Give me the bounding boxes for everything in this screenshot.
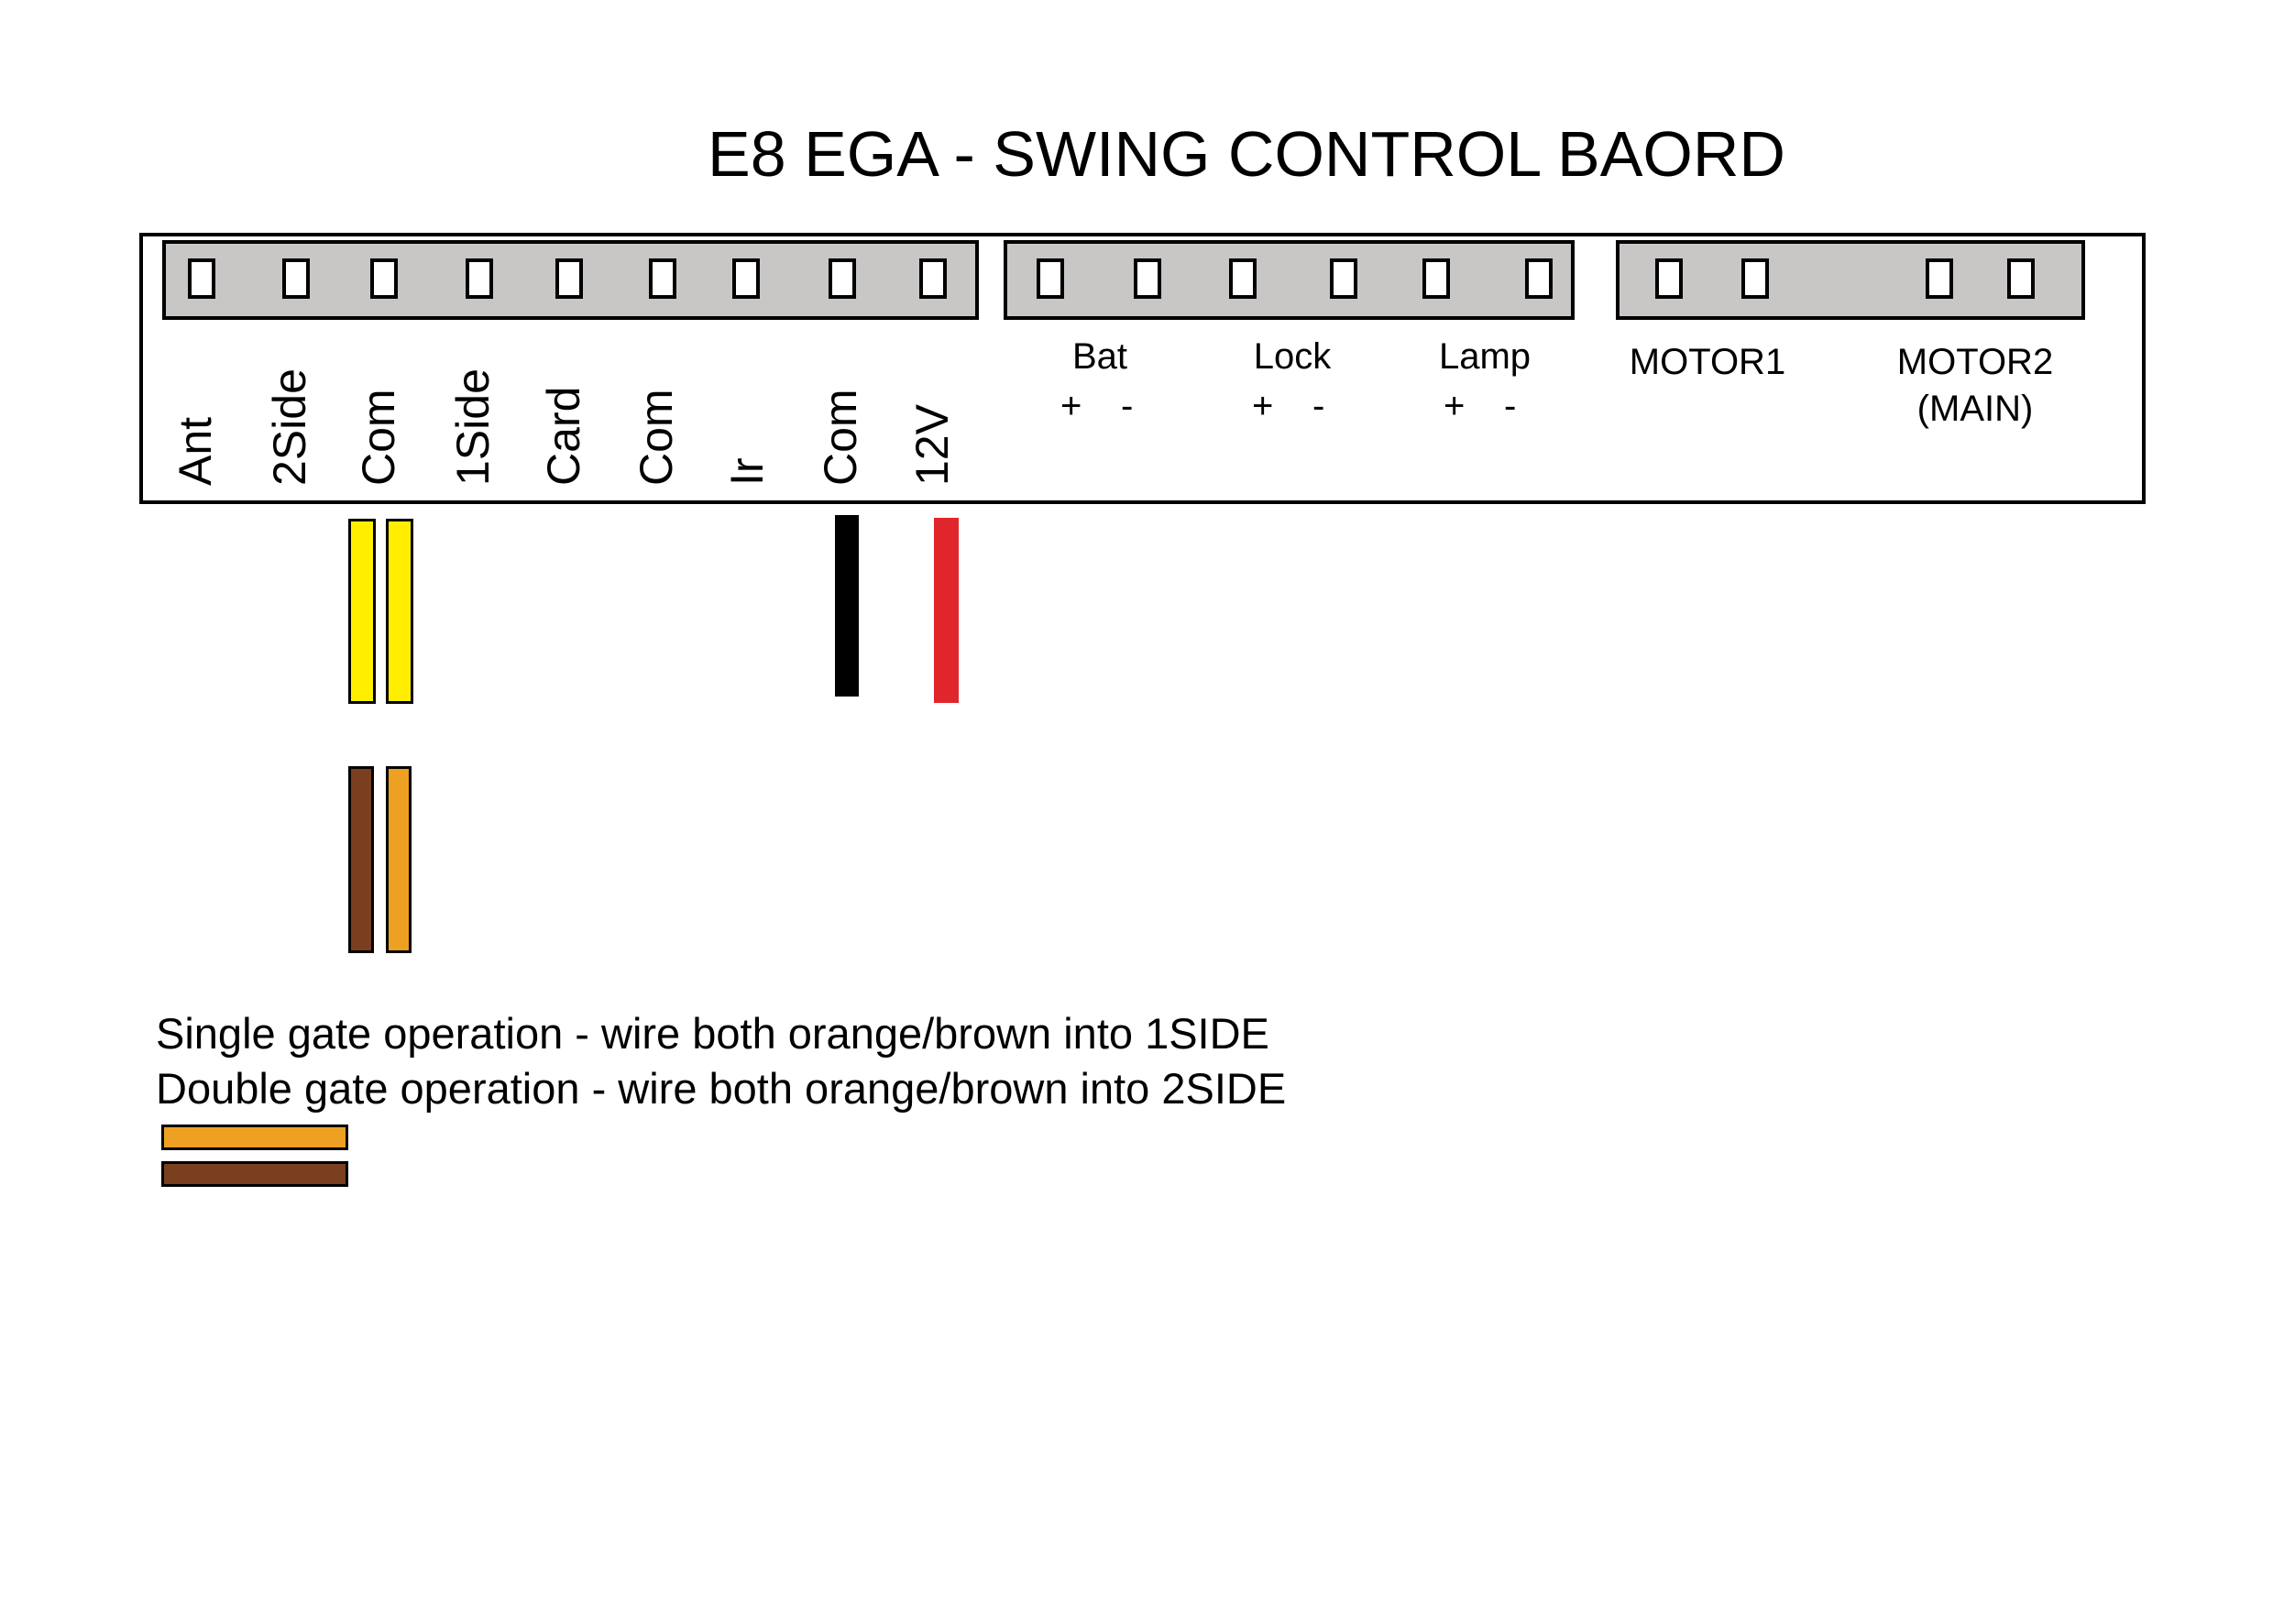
label-motor1: MOTOR1 [1629, 342, 1786, 382]
note-single-gate: Single gate operation - wire both orange… [156, 1009, 1269, 1058]
terminal-ant [188, 258, 215, 299]
terminal-motor2-b [2007, 258, 2035, 299]
terminal-com-3 [829, 258, 856, 299]
label-lock-minus: - [1312, 386, 1325, 426]
terminal-motor2-a [1926, 258, 1953, 299]
terminal-card [555, 258, 583, 299]
power-output-terminal-block [1004, 240, 1575, 320]
label-lamp: Lamp [1438, 336, 1532, 377]
brown-wire [348, 766, 374, 953]
label-motor2-main: (MAIN) [1916, 389, 2034, 429]
terminal-lock-plus [1229, 258, 1257, 299]
label-lock-plus: + [1252, 386, 1274, 426]
terminal-bat-minus [1134, 258, 1161, 299]
label-motor2: MOTOR2 [1896, 342, 2054, 382]
terminal-motor1-a [1655, 258, 1683, 299]
label-lock: Lock [1253, 336, 1332, 377]
terminal-ir [732, 258, 760, 299]
orange-wire-sample [161, 1125, 348, 1150]
terminal-bat-plus [1037, 258, 1064, 299]
terminal-12v [919, 258, 947, 299]
note-double-gate: Double gate operation - wire both orange… [156, 1064, 1287, 1113]
terminal-lock-minus [1330, 258, 1357, 299]
terminal-1side [466, 258, 493, 299]
orange-wire [386, 766, 412, 953]
label-bat: Bat [1071, 336, 1128, 377]
label-bat-minus: - [1121, 386, 1134, 426]
yellow-wire-left [348, 519, 376, 704]
brown-wire-sample [161, 1161, 348, 1187]
terminal-com-1 [370, 258, 398, 299]
black-wire [835, 515, 859, 697]
yellow-wire-right [386, 519, 413, 704]
motor-terminal-block [1616, 240, 2085, 320]
control-board-outline [139, 233, 2146, 504]
terminal-com-2 [649, 258, 676, 299]
label-lamp-plus: + [1444, 386, 1466, 426]
label-lamp-minus: - [1504, 386, 1517, 426]
terminal-2side [282, 258, 310, 299]
red-wire [934, 518, 959, 703]
terminal-lamp-minus [1525, 258, 1553, 299]
terminal-lamp-plus [1422, 258, 1450, 299]
label-bat-plus: + [1060, 386, 1082, 426]
terminal-motor1-b [1741, 258, 1769, 299]
diagram-title: E8 EGA - SWING CONTROL BAORD [708, 118, 1785, 190]
